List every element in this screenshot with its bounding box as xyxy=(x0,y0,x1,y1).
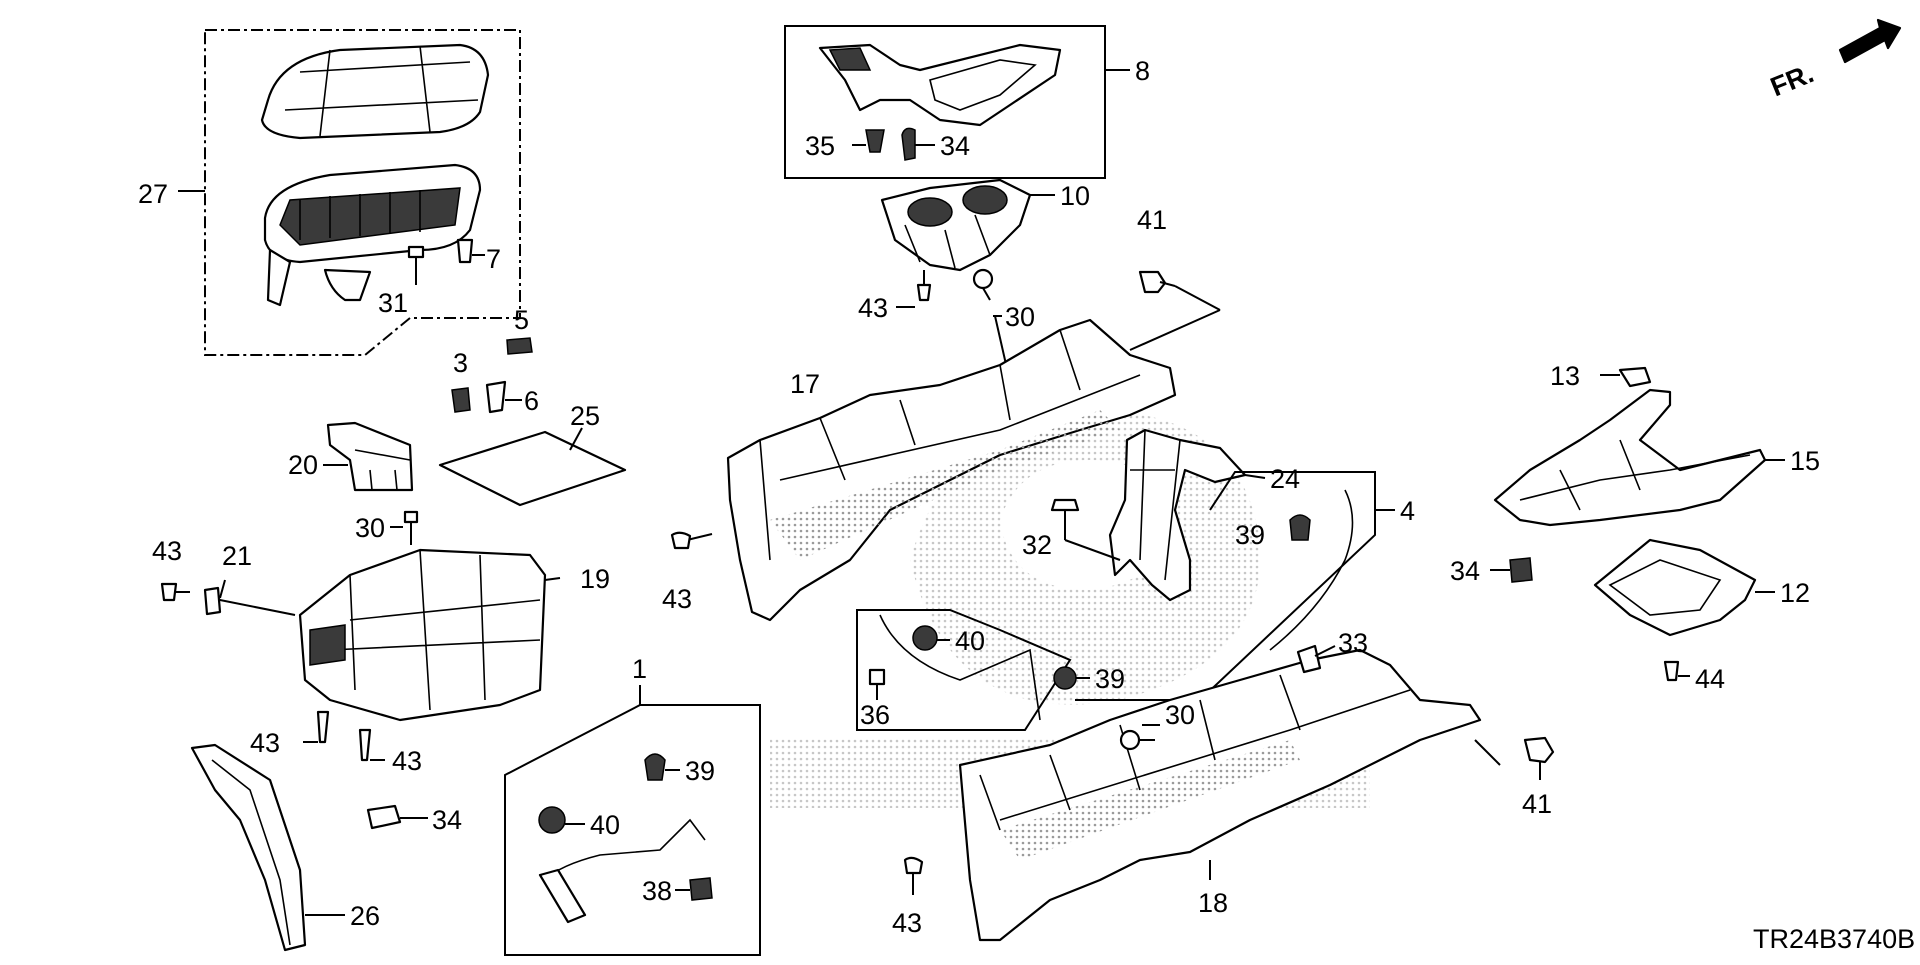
label-12: 12 xyxy=(1780,578,1810,608)
label-15: 15 xyxy=(1790,446,1820,476)
label-8: 8 xyxy=(1135,56,1150,86)
label-26: 26 xyxy=(350,901,380,931)
nut-32 xyxy=(1050,498,1121,561)
label-43-mid: 43 xyxy=(662,584,692,614)
label-41-right: 41 xyxy=(1522,789,1552,819)
direction-label: FR. xyxy=(1766,58,1818,102)
clip-39-right xyxy=(1289,514,1311,541)
cup-holder-10 xyxy=(880,178,1055,272)
label-17: 17 xyxy=(790,369,820,399)
label-39-group1: 39 xyxy=(685,756,715,786)
label-7: 7 xyxy=(486,244,501,274)
screw-31 xyxy=(407,245,425,272)
panel-26 xyxy=(190,743,345,952)
clip-40-group1 xyxy=(538,806,585,834)
part-code: TR24B3740B xyxy=(1753,924,1915,954)
shift-panel-15 xyxy=(1493,388,1785,527)
label-31: 31 xyxy=(378,288,408,318)
label-39-mid: 39 xyxy=(1095,664,1125,694)
label-32: 32 xyxy=(1022,530,1052,560)
label-43-bottom: 43 xyxy=(892,908,922,938)
label-27: 27 xyxy=(138,179,168,209)
clip-35 xyxy=(852,129,885,153)
clip-3 xyxy=(451,387,471,413)
clip-7 xyxy=(456,238,485,264)
tray-12 xyxy=(1593,538,1775,637)
clip-39-mid xyxy=(1053,666,1090,690)
label-36: 36 xyxy=(860,700,890,730)
label-3: 3 xyxy=(453,348,468,378)
clip-33 xyxy=(1296,644,1336,674)
clip-34-upper xyxy=(901,127,935,161)
clip-36 xyxy=(868,668,886,700)
label-40-mid: 40 xyxy=(955,626,985,656)
label-1: 1 xyxy=(632,654,647,684)
clip-38 xyxy=(675,877,713,901)
console-box-19 xyxy=(298,548,561,722)
armrest-assembly-group xyxy=(178,29,521,356)
fastener-30-right xyxy=(1119,724,1160,751)
bracket-20 xyxy=(323,421,414,492)
label-34-left: 34 xyxy=(432,805,462,835)
screw-43-left xyxy=(160,582,190,602)
label-24: 24 xyxy=(1270,464,1300,494)
label-4: 4 xyxy=(1400,496,1415,526)
clip-5 xyxy=(506,337,533,355)
harness-group xyxy=(856,609,1090,731)
label-39-right: 39 xyxy=(1235,520,1265,550)
clip-34-left xyxy=(366,804,428,830)
fastener-30-top xyxy=(972,268,1011,383)
clip-6 xyxy=(485,380,522,414)
fastener-41-right xyxy=(1474,736,1555,780)
label-5: 5 xyxy=(514,305,529,335)
label-34-upper: 34 xyxy=(940,131,970,161)
label-43-lower-a: 43 xyxy=(250,728,280,758)
label-41-top: 41 xyxy=(1137,205,1167,235)
side-lining-18 xyxy=(903,648,1482,942)
fastener-43-top xyxy=(896,270,932,308)
label-40-group1: 40 xyxy=(590,810,620,840)
label-30-left: 30 xyxy=(355,513,385,543)
callout-labels: 27 7 31 5 3 6 25 20 30 43 21 19 43 43 34… xyxy=(138,56,1915,954)
label-25: 25 xyxy=(570,401,600,431)
label-43-top: 43 xyxy=(858,293,888,323)
harness-group-1 xyxy=(504,685,761,956)
mat-25 xyxy=(438,427,627,507)
label-20: 20 xyxy=(288,450,318,480)
label-34-right: 34 xyxy=(1450,556,1480,586)
screw-43-lower-b xyxy=(358,728,385,762)
upper-console-panel-group xyxy=(784,25,1130,179)
clip-13 xyxy=(1600,366,1652,388)
label-38: 38 xyxy=(642,876,672,906)
clip-39-group1 xyxy=(644,753,680,781)
fastener-41-top xyxy=(1129,270,1221,351)
label-33: 33 xyxy=(1338,628,1368,658)
label-13: 13 xyxy=(1550,361,1580,391)
label-30-top: 30 xyxy=(1005,302,1035,332)
label-18: 18 xyxy=(1198,888,1228,918)
bracket-24 xyxy=(1108,428,1266,602)
side-lining-17 xyxy=(670,318,1177,622)
armrest-base xyxy=(263,163,482,307)
label-44: 44 xyxy=(1695,664,1725,694)
label-43-left: 43 xyxy=(152,536,182,566)
bolt-30-left xyxy=(390,510,419,545)
label-6: 6 xyxy=(524,386,539,416)
label-35: 35 xyxy=(805,131,835,161)
screw-43-lower-a xyxy=(303,710,330,744)
clip-34-right xyxy=(1490,557,1533,583)
clip-40-mid xyxy=(912,625,950,651)
label-10: 10 xyxy=(1060,181,1090,211)
rod-21 xyxy=(203,579,296,616)
armrest-lid xyxy=(260,43,490,140)
label-43-lower-b: 43 xyxy=(392,746,422,776)
label-19: 19 xyxy=(580,564,610,594)
screw-44 xyxy=(1663,660,1690,682)
label-30-right: 30 xyxy=(1165,700,1195,730)
label-21: 21 xyxy=(222,541,252,571)
front-direction-arrow xyxy=(1838,18,1902,64)
